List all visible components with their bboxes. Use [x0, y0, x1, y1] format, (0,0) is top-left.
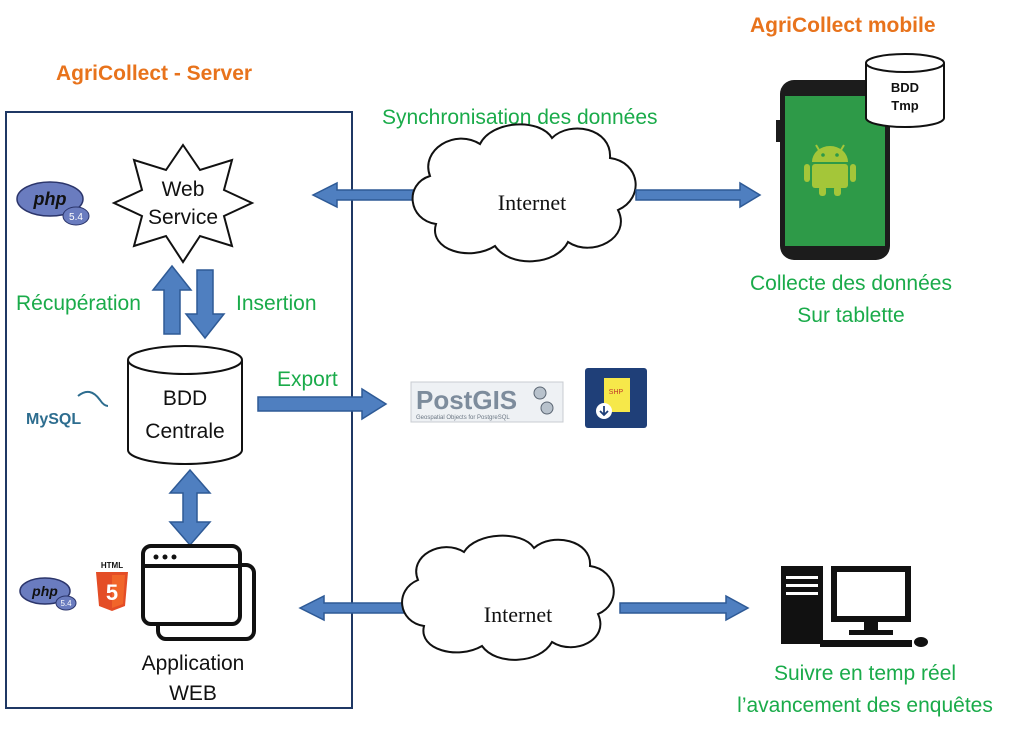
html-text: HTML [101, 561, 123, 570]
php-logo-bottom: php 5.4 [19, 577, 77, 611]
desktop-computer-icon [781, 566, 928, 647]
desktop-caption-line2: l’avancement des enquêtes [737, 694, 993, 717]
html5-logo: HTML 5 [96, 561, 128, 611]
html-number: 5 [106, 580, 118, 605]
application-line1: Application [142, 652, 245, 675]
internet-top-label: Internet [498, 190, 566, 215]
postgis-subtitle: Geospatial Objects for PostgreSQL [416, 415, 510, 421]
export-label: Export [277, 368, 338, 391]
mobile-title: AgriCollect mobile [750, 14, 936, 37]
bdd-centrale-line2: Centrale [145, 420, 224, 443]
insertion-label: Insertion [236, 292, 317, 315]
web-application-icon [141, 544, 256, 641]
php-top-text: php [33, 189, 67, 209]
shp-text: SHP [609, 389, 624, 396]
server-title: AgriCollect - Server [56, 62, 252, 85]
php-top-version: 5.4 [69, 212, 83, 223]
sync-arrow-left [311, 181, 426, 209]
sync-arrow-right [635, 181, 762, 209]
bdd-tmp-cylinder [865, 53, 945, 128]
sync-label: Synchronisation des données [382, 106, 658, 129]
bdd-tmp-line2: Tmp [891, 98, 919, 113]
mysql-logo: MySQL [26, 390, 109, 428]
php-bottom-version: 5.4 [60, 599, 72, 608]
web-arrow-left [298, 594, 413, 622]
bdd-centrale-line1: BDD [163, 387, 207, 410]
internet-bottom-label: Internet [484, 602, 552, 627]
web-service-line2: Service [148, 206, 218, 229]
web-arrow-right [619, 594, 750, 622]
export-arrow [257, 387, 388, 421]
insertion-arrow [184, 269, 226, 340]
bdd-tmp-line1: BDD [891, 80, 919, 95]
desktop-caption-line1: Suivre en temp réel [774, 662, 956, 685]
recuperation-arrow [151, 264, 193, 335]
application-line2: WEB [169, 682, 217, 705]
internet-cloud-top [411, 123, 637, 263]
android-robot-icon [804, 144, 856, 196]
bdd-centrale-cylinder [127, 345, 243, 465]
php-logo-top: php 5.4 [16, 181, 90, 226]
mobile-caption-line1: Collecte des données [750, 272, 952, 295]
recuperation-label: Récupération [16, 292, 141, 315]
web-service-star [111, 143, 255, 264]
postgis-logo: PostGIS Geospatial Objects for PostgreSQ… [410, 381, 564, 423]
bdd-app-double-arrow [168, 468, 212, 547]
shp-file-icon: SHP [585, 368, 647, 428]
php-bottom-text: php [31, 583, 58, 599]
mobile-caption-line2: Sur tablette [797, 304, 904, 327]
android-tablet [776, 80, 890, 260]
postgis-text: PostGIS [416, 385, 517, 415]
mysql-text: MySQL [26, 411, 81, 428]
internet-cloud-bottom [401, 534, 615, 661]
web-service-line1: Web [162, 178, 205, 201]
